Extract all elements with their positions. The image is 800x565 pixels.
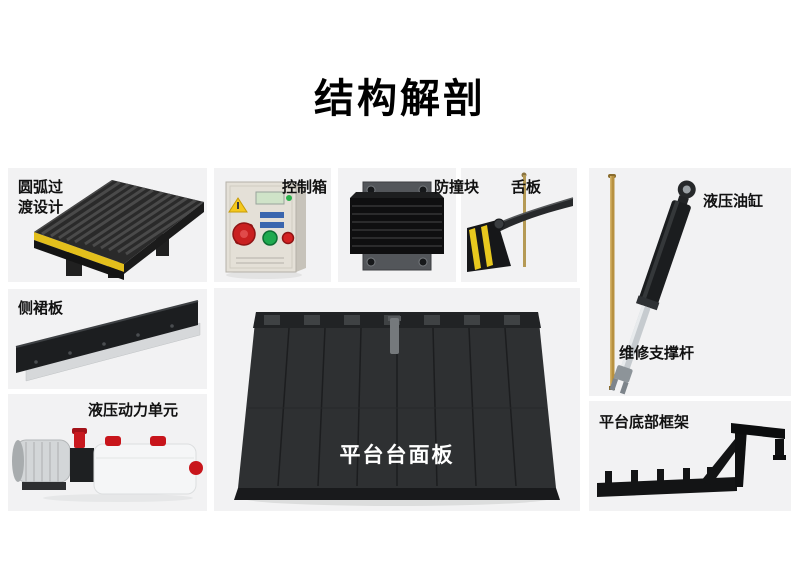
power-unit-label: 液压动力单元 [88, 402, 179, 419]
maintenance-support-rod [610, 176, 615, 388]
bottom-frame-illustration [597, 423, 786, 497]
control-box-illustration [225, 181, 306, 279]
cylinder-and-rod-illustration [608, 174, 696, 395]
platform-deck-illustration [234, 312, 560, 506]
arc-transition-label: 圆弧过渡设计 [18, 179, 64, 217]
bumper-label: 防撞块 [434, 179, 480, 196]
arc-transition-ramp-illustration [34, 180, 204, 280]
panel-cylinder-and-rod: 液压油缸 维修支撑杆 [589, 168, 791, 396]
rubber-block [350, 198, 444, 254]
skirt-plate [16, 301, 198, 373]
frame-base-bar [597, 477, 737, 497]
hydraulic-cylinder-graphic [609, 180, 696, 395]
lip-plate-illustration [467, 172, 574, 272]
bottom-frame-label: 平台底部框架 [599, 414, 690, 431]
oil-tank [93, 443, 197, 495]
stop-button-graphic [281, 231, 295, 245]
frame-brace [701, 439, 743, 485]
display-window [255, 191, 285, 205]
page-title: 结构解剖 [314, 77, 486, 121]
frame-top-plate [731, 423, 785, 439]
side-skirt-illustration [15, 300, 201, 382]
manifold-block [70, 448, 94, 482]
filler-cap [150, 436, 166, 446]
motor [15, 439, 71, 483]
control-box-label: 控制箱 [282, 179, 328, 196]
power-unit-illustration [12, 428, 203, 502]
bumper-illustration [350, 181, 444, 271]
ramp-ribs [34, 180, 204, 256]
maintenance-rod-label: 维修支撑杆 [619, 345, 695, 362]
hinge-pin [523, 175, 526, 267]
panel-lip-plate: 舌板 [461, 168, 577, 282]
panel-control-box: 控制箱 [214, 168, 331, 282]
platform-deck-label: 平台台面板 [339, 444, 455, 467]
panel-arc-transition: 圆弧过渡设计 [8, 168, 207, 282]
panel-bottom-frame: 平台底部框架 [589, 401, 791, 511]
lip-plate-label: 舌板 [511, 179, 542, 196]
panel-side-skirt: 侧裙板 [8, 289, 207, 389]
start-button-graphic [262, 230, 278, 246]
panel-platform-deck: 平台台面板 [214, 288, 580, 511]
panel-power-unit: 液压动力单元 [8, 394, 207, 511]
hazard-stripe [34, 232, 124, 272]
hydraulic-cylinder-label: 液压油缸 [703, 193, 764, 210]
lip-cylinder-graphic [390, 318, 399, 354]
filler-cap [105, 436, 121, 446]
panel-bumper: 防撞块 [338, 168, 479, 282]
side-skirt-label: 侧裙板 [18, 300, 64, 317]
